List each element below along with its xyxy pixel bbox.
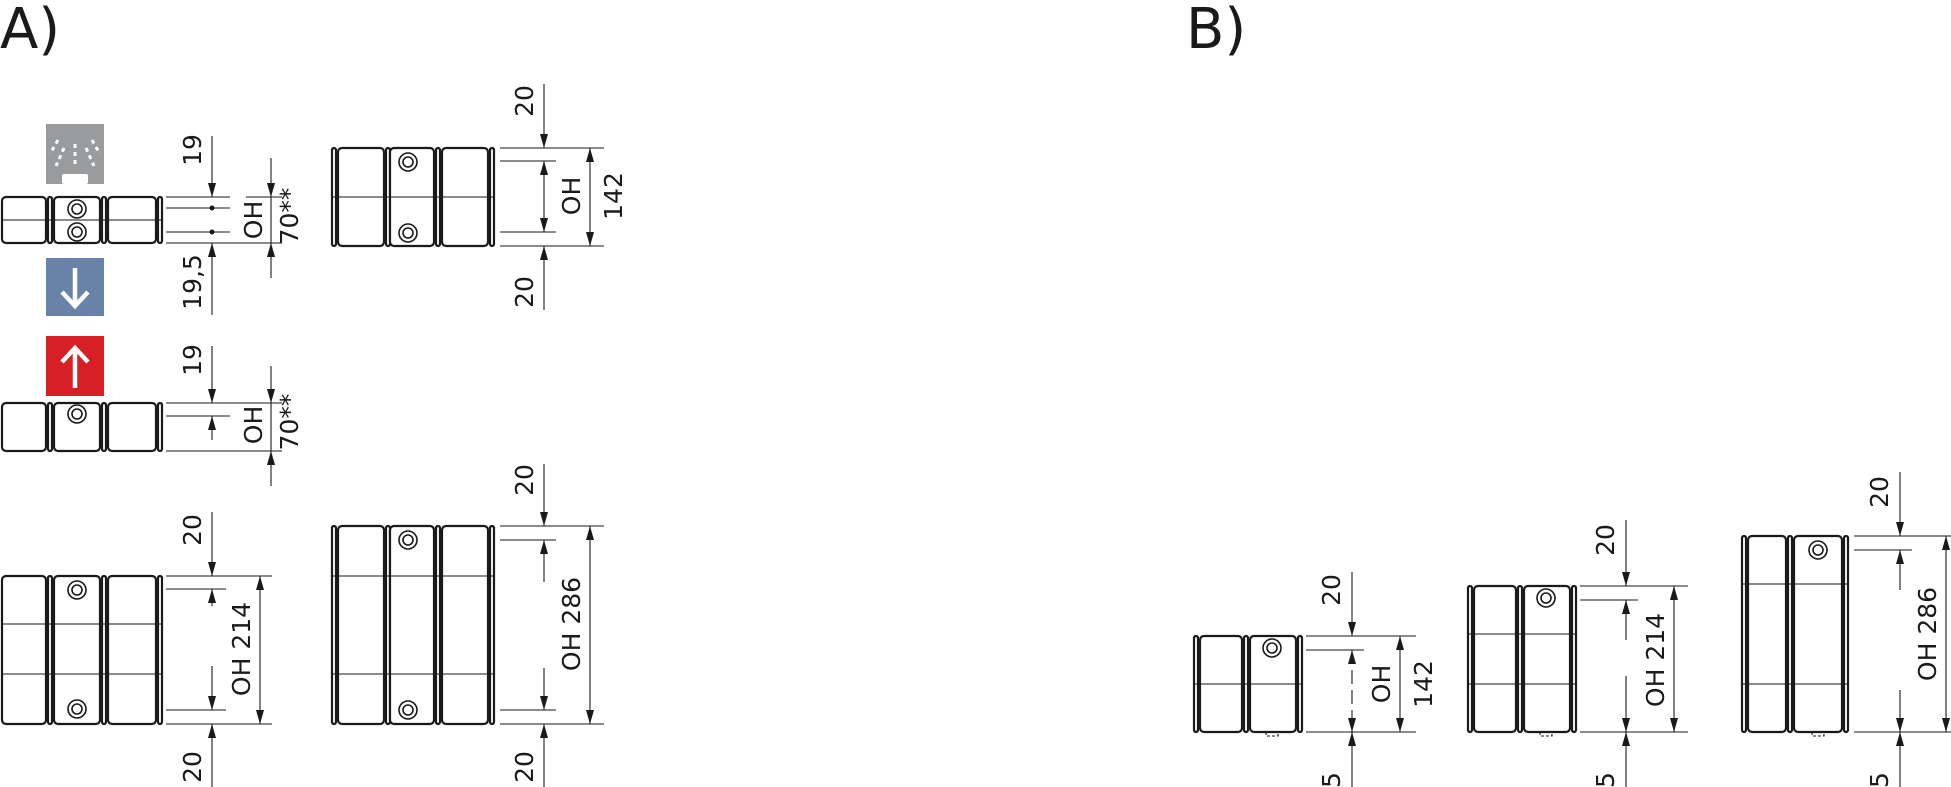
arrow-up-icon bbox=[46, 336, 104, 396]
dim-a5-top: 20 bbox=[510, 464, 539, 496]
radiator-a3 bbox=[0, 401, 164, 453]
dim-b1-oh: OH bbox=[1367, 665, 1396, 703]
dimension-a2: 20 20 OH 142 bbox=[500, 84, 628, 310]
dimension-a1: 19 19,5 OH 70** bbox=[166, 134, 304, 315]
dim-a1-top: 19 bbox=[178, 134, 207, 166]
dim-a1-bottom: 19,5 bbox=[178, 254, 207, 310]
dim-a2-bottom: 20 bbox=[510, 276, 539, 308]
radiator-b1 bbox=[1192, 634, 1304, 737]
dim-a4-bottom: 20 bbox=[178, 751, 207, 783]
panel-b-label: B) bbox=[1186, 0, 1246, 62]
dim-b2-oh: OH 214 bbox=[1641, 613, 1670, 707]
dim-b1-bottom: 5 bbox=[1317, 772, 1346, 787]
dim-a4-top: 20 bbox=[178, 514, 207, 546]
dim-a2-top: 20 bbox=[510, 85, 539, 117]
panel-a-label: A) bbox=[0, 0, 60, 62]
dim-a2-oh: OH bbox=[557, 177, 586, 215]
dim-b3-bottom: 5 bbox=[1865, 772, 1894, 787]
dim-b2-top: 20 bbox=[1591, 524, 1620, 556]
radiator-b2 bbox=[1466, 584, 1578, 737]
dim-a3-top: 19 bbox=[178, 344, 207, 376]
radiator-a1 bbox=[0, 195, 164, 245]
dimension-a5: 20 20 OH 286 bbox=[500, 464, 604, 787]
dimension-b2: 20 5 OH 214 bbox=[1580, 520, 1688, 787]
dimension-a4: 20 20 OH 214 bbox=[166, 512, 272, 787]
dim-b3-top: 20 bbox=[1865, 476, 1894, 508]
dim-a3-oh: OH bbox=[239, 406, 268, 444]
dim-a2-total: 142 bbox=[599, 172, 628, 220]
dim-b1-top: 20 bbox=[1317, 574, 1346, 606]
dim-a5-bottom: 20 bbox=[510, 751, 539, 783]
radiator-a2 bbox=[330, 146, 496, 248]
radiator-a5 bbox=[330, 524, 496, 726]
dim-a5-oh: OH 286 bbox=[557, 577, 586, 671]
radiator-a4 bbox=[0, 574, 164, 726]
dim-b1-total: 142 bbox=[1409, 660, 1438, 708]
dimension-b1: 20 5 OH 142 bbox=[1306, 572, 1438, 787]
arrow-down-icon bbox=[46, 258, 104, 316]
dim-a4-oh: OH 214 bbox=[227, 602, 256, 696]
dimension-b3: 20 5 OH 286 bbox=[1854, 472, 1951, 787]
dimension-a3: 19 OH 70** bbox=[166, 344, 304, 486]
dim-a3-total: 70** bbox=[275, 394, 304, 451]
dim-b2-bottom: 5 bbox=[1591, 772, 1620, 787]
dim-a1-oh: OH bbox=[239, 201, 268, 239]
dim-b3-oh: OH 286 bbox=[1913, 587, 1942, 681]
steam-icon bbox=[46, 124, 104, 184]
radiator-b3 bbox=[1740, 534, 1850, 737]
dim-a1-total: 70** bbox=[275, 188, 304, 245]
